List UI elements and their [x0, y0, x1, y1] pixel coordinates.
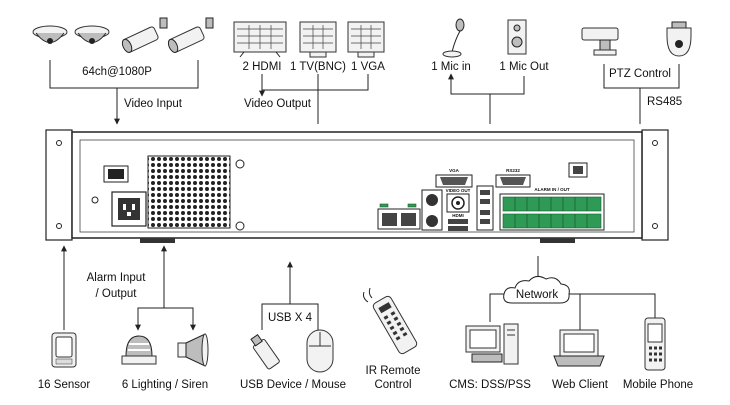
network-label: Network	[516, 289, 558, 301]
siren-icon	[177, 333, 209, 367]
sensor-label: 16 Sensor	[38, 379, 91, 391]
usb-x4-label: USB X 4	[268, 312, 313, 324]
audio-bracket	[450, 76, 525, 95]
screw-icon	[91, 196, 99, 204]
power-switch	[103, 165, 129, 183]
ir-remote-label: IR Remote	[366, 365, 421, 377]
laptop-icon	[553, 329, 605, 367]
desktop-computer-icon	[465, 323, 519, 365]
warning-light-icon	[121, 335, 157, 365]
mic-in-label: 1 Mic in	[431, 61, 471, 73]
monitor-icon	[347, 21, 385, 58]
usb-port-stack	[476, 185, 494, 231]
alarm-output-bracket	[137, 307, 194, 328]
fan-grille	[147, 155, 231, 229]
alarm-input-label: Alarm Input	[87, 272, 147, 284]
monitor-icon	[233, 21, 287, 58]
control-label: Control	[374, 379, 411, 391]
video-input-bracket	[49, 60, 199, 89]
video-output-label: Video Output	[244, 98, 312, 110]
alarm-output-label: / Output	[96, 288, 138, 300]
speed-dome-icon	[666, 21, 692, 57]
web-client-label: Web Client	[552, 379, 609, 391]
audio-jack-column	[421, 189, 443, 231]
power-inlet	[111, 191, 147, 227]
ptz-bracket	[603, 64, 680, 89]
screw-icon	[235, 159, 245, 169]
dome-camera-icon	[32, 25, 68, 44]
mouse-icon	[306, 329, 334, 373]
ptz-camera-icon	[581, 27, 619, 56]
vga-output-label: 1 VGA	[351, 61, 385, 73]
ir-remote-icon	[363, 287, 418, 355]
video-input-label: Video Input	[124, 98, 183, 110]
vga-port	[435, 174, 473, 188]
screw-icon	[235, 221, 245, 231]
hdmi-port	[448, 219, 468, 231]
monitor-icon	[299, 21, 337, 58]
alarm-block-label: ALARM IN / OUT	[534, 187, 569, 192]
ethernet-port-pair	[377, 203, 421, 230]
usb-stick-icon	[250, 334, 280, 370]
hdmi-port-label: HDMI	[452, 213, 464, 218]
mic-out-label: 1 Mic Out	[499, 61, 549, 73]
bullet-camera-icon	[167, 17, 214, 53]
bullet-camera-icon	[121, 17, 168, 53]
esata-port	[568, 162, 588, 178]
rs232-port	[495, 174, 531, 188]
video-output-bracket	[261, 74, 369, 91]
microphone-icon	[442, 18, 465, 58]
lighting-siren-label: 6 Lighting / Siren	[122, 379, 208, 391]
network-bracket	[489, 293, 656, 322]
cms-label: CMS: DSS/PSS	[449, 379, 531, 391]
mobile-phone-icon	[644, 317, 666, 371]
rs485-label: RS485	[647, 96, 682, 108]
video-out-port-label: VIDEO OUT	[446, 188, 471, 193]
tv-bnc-output-label: 1 TV(BNC)	[290, 61, 346, 73]
mobile-phone-label: Mobile Phone	[623, 379, 693, 391]
bnc-port	[446, 193, 470, 213]
rs232-port-label: RS232	[506, 168, 520, 173]
vga-port-label: VGA	[449, 168, 460, 173]
dome-camera-icon	[74, 25, 110, 44]
speaker-icon	[507, 19, 527, 55]
ptz-control-label: PTZ Control	[609, 68, 671, 80]
camera-count-label: 64ch@1080P	[82, 66, 152, 78]
sensor-icon	[51, 332, 77, 368]
usb-bracket	[261, 303, 319, 330]
hdmi-output-label: 2 HDMI	[243, 61, 282, 73]
usb-device-mouse-label: USB Device / Mouse	[240, 379, 346, 391]
alarm-terminal-block	[499, 193, 605, 231]
